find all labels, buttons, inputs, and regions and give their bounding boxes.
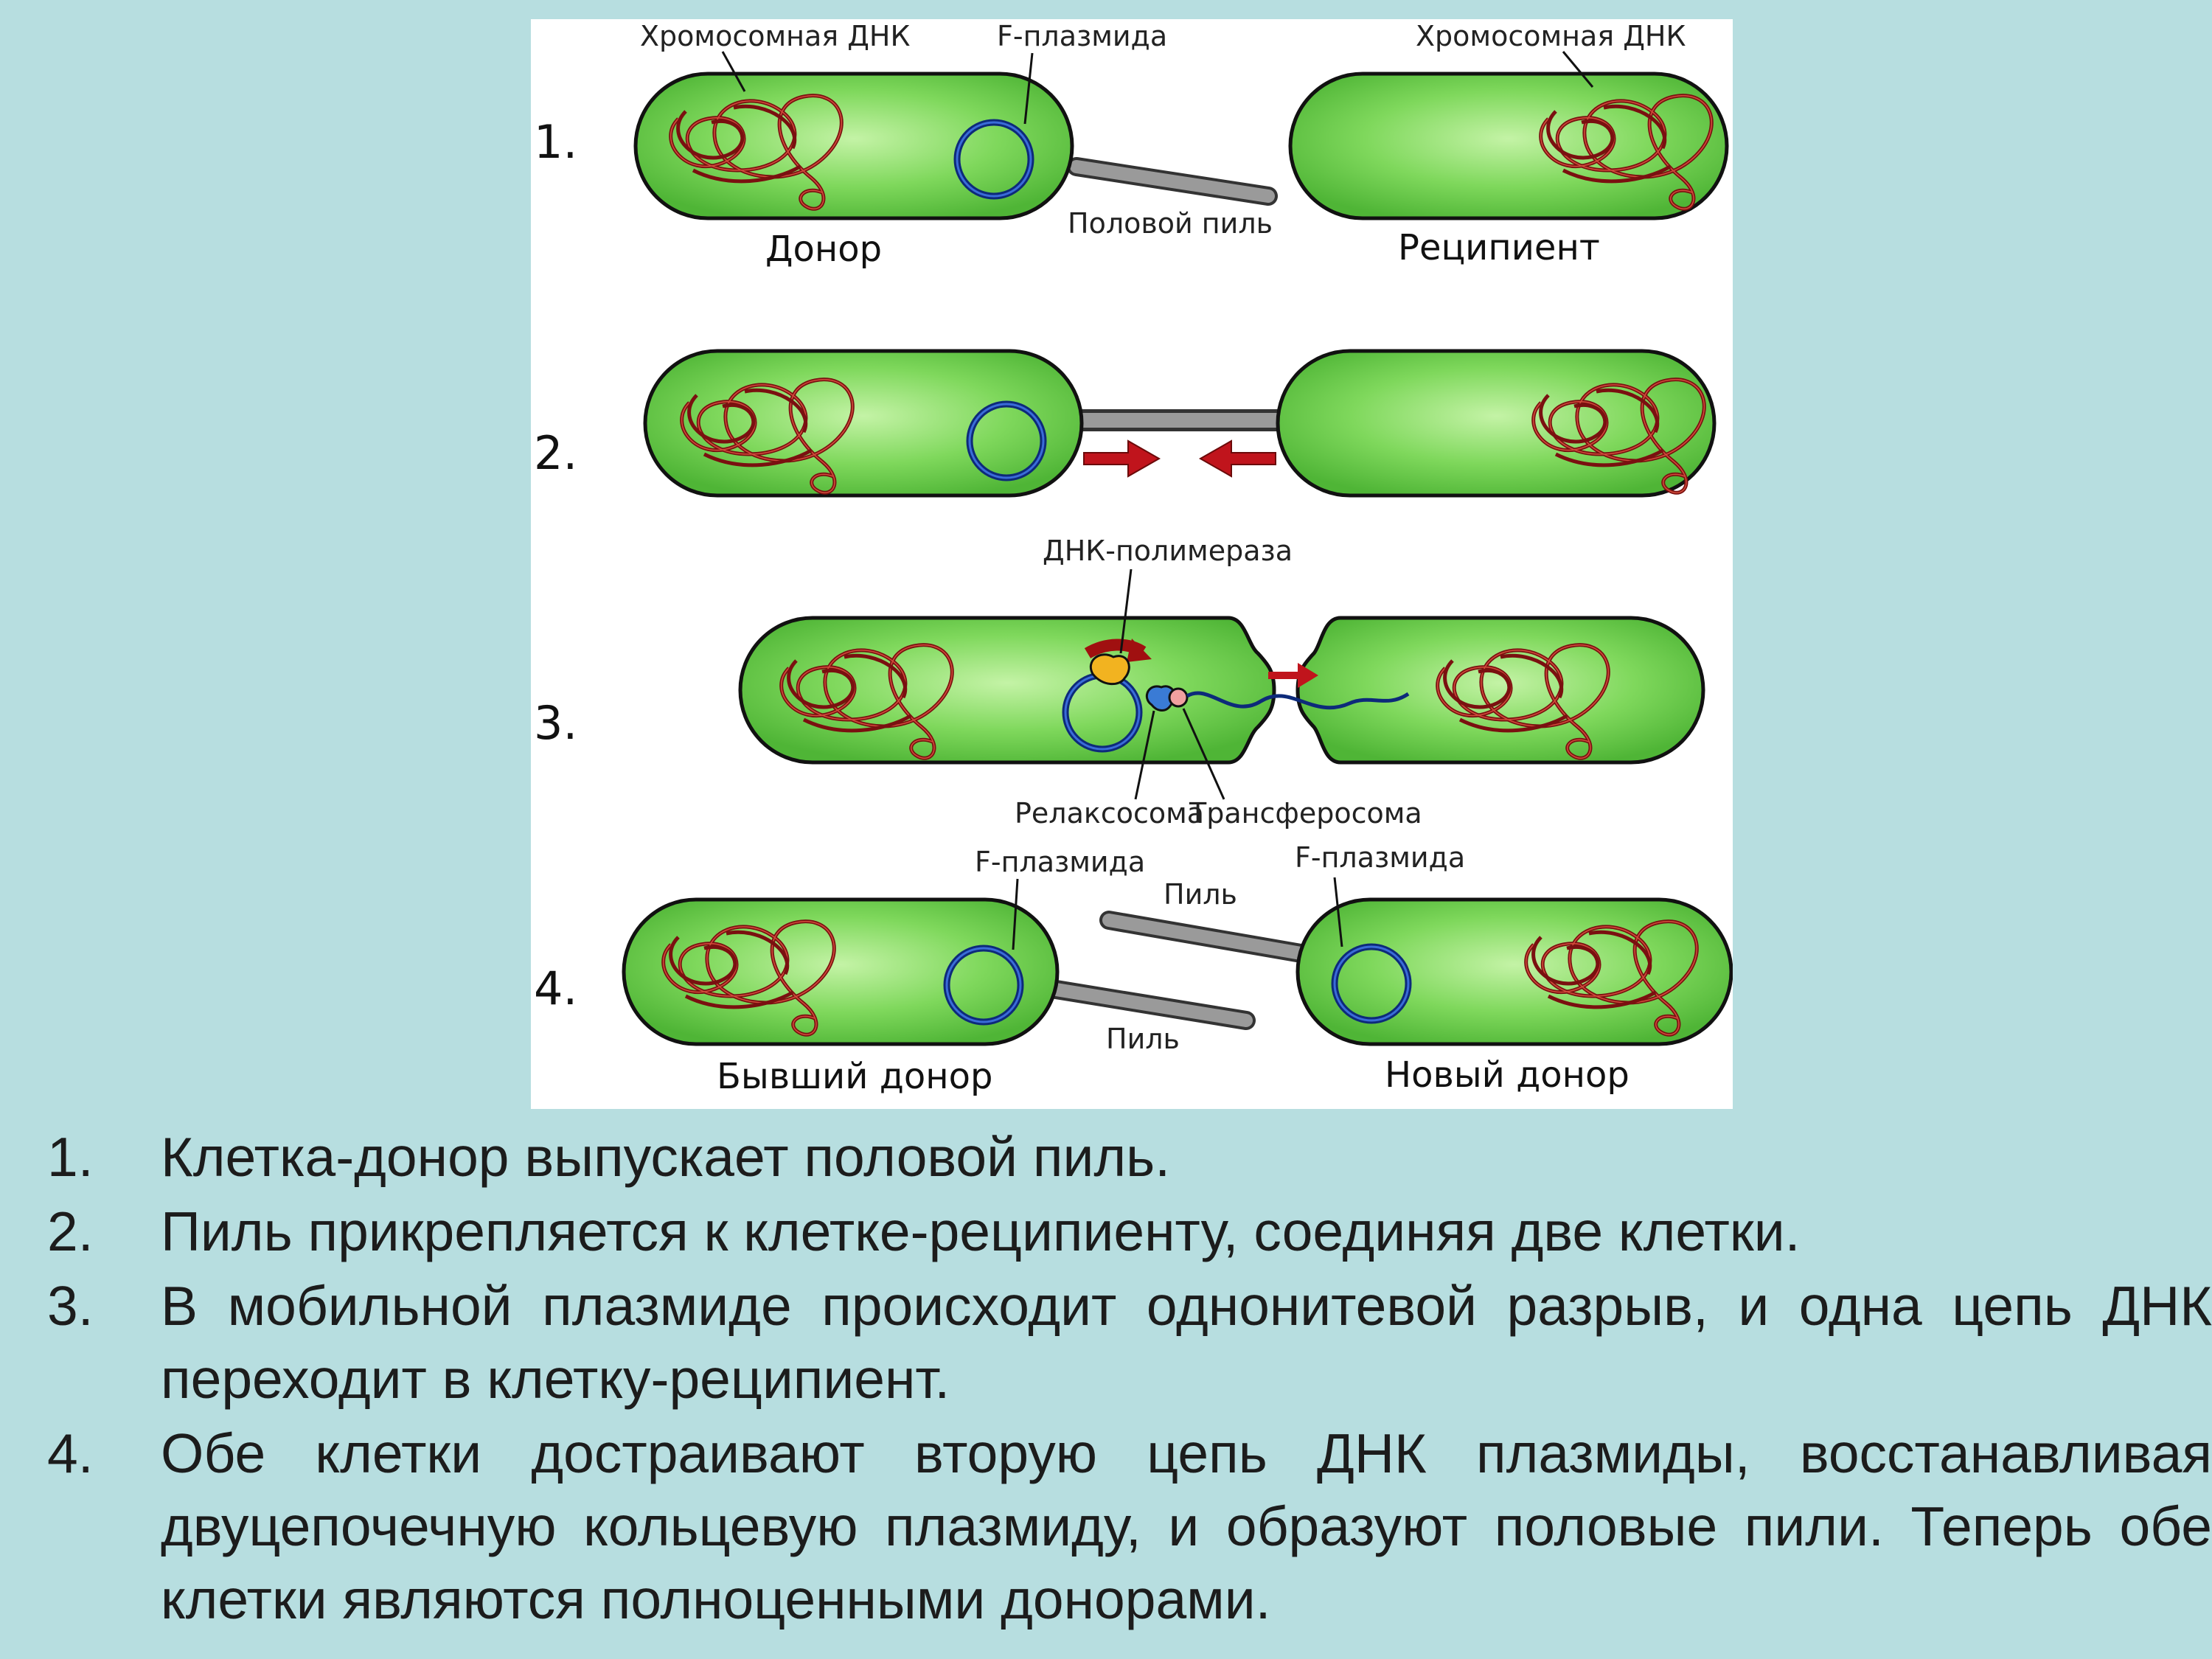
step-4-number: 4.	[534, 961, 577, 1015]
recipient-cell-step3	[1295, 616, 1705, 765]
arrow-left-icon	[1198, 439, 1276, 478]
label-pilus-upper: Пиль	[1164, 878, 1237, 911]
step-number: 2.	[47, 1200, 94, 1262]
step-item: 1. Клетка-донор выпускает половой пиль.	[47, 1121, 2212, 1194]
step-number: 1.	[47, 1126, 94, 1188]
transferred-strand	[1186, 691, 1410, 710]
label-chromosomal-dna-recipient: Хромосомная ДНК	[1416, 20, 1686, 52]
step-1-number: 1.	[534, 115, 577, 169]
label-recipient: Реципиент	[1398, 227, 1600, 268]
dna-polymerase-icon	[1089, 653, 1130, 685]
step-number: 4.	[47, 1422, 94, 1484]
steps-list: 1. Клетка-донор выпускает половой пиль. 2…	[47, 1121, 2212, 1638]
transferosome-icon	[1168, 687, 1189, 708]
step-text: Клетка-донор выпускает половой пиль.	[161, 1126, 1171, 1188]
arrow-right-icon	[1083, 439, 1161, 478]
step-text: В мобильной плазмиде происходит одноните…	[161, 1275, 2212, 1410]
step-text: Пиль прикрепляется к клетке-реципиенту, …	[161, 1200, 1801, 1262]
step-number: 3.	[47, 1275, 94, 1337]
pilus-new-donor	[1099, 911, 1315, 964]
label-pilus-lower: Пиль	[1106, 1023, 1180, 1055]
pilus-former-donor	[1037, 978, 1256, 1030]
label-relaxosome: Релаксосома	[1015, 797, 1204, 830]
label-donor: Донор	[765, 229, 882, 270]
label-f-plasmid-new: F-плазмида	[1295, 841, 1465, 874]
recipient-cell-step2	[1276, 349, 1717, 498]
pilus-step1	[1067, 157, 1278, 206]
label-new-donor: Новый донор	[1385, 1054, 1630, 1096]
label-dna-polymerase: ДНК-полимераза	[1043, 535, 1293, 567]
step-3-number: 3.	[534, 696, 577, 750]
step-item: 4. Обе клетки достраивают вторую цепь ДНК…	[47, 1417, 2212, 1636]
label-f-plasmid-former: F-плазмида	[975, 846, 1145, 878]
diagram-svg: 1. Хромосомная ДНК F-плазмида Хромосомна…	[534, 20, 1733, 1097]
donor-cell-step3	[738, 616, 1276, 765]
conjugation-diagram: 1. Хромосомная ДНК F-плазмида Хромосомна…	[531, 19, 1733, 1109]
step-item: 3. В мобильной плазмиде происходит однони…	[47, 1270, 2212, 1416]
step-text: Обе клетки достраивают вторую цепь ДНК п…	[161, 1422, 2212, 1630]
label-f-plasmid-top: F-плазмида	[997, 20, 1167, 52]
step-item: 2. Пиль прикрепляется к клетке-реципиенту…	[47, 1195, 2212, 1268]
step-2-number: 2.	[534, 426, 577, 480]
transfer-arrow-icon	[1268, 663, 1318, 688]
label-transferosome: Трансферосома	[1189, 797, 1422, 830]
label-former-donor: Бывший донор	[717, 1056, 992, 1097]
label-sex-pilus: Половой пиль	[1068, 207, 1273, 240]
label-chromosomal-dna-donor: Хромосомная ДНК	[640, 20, 910, 52]
